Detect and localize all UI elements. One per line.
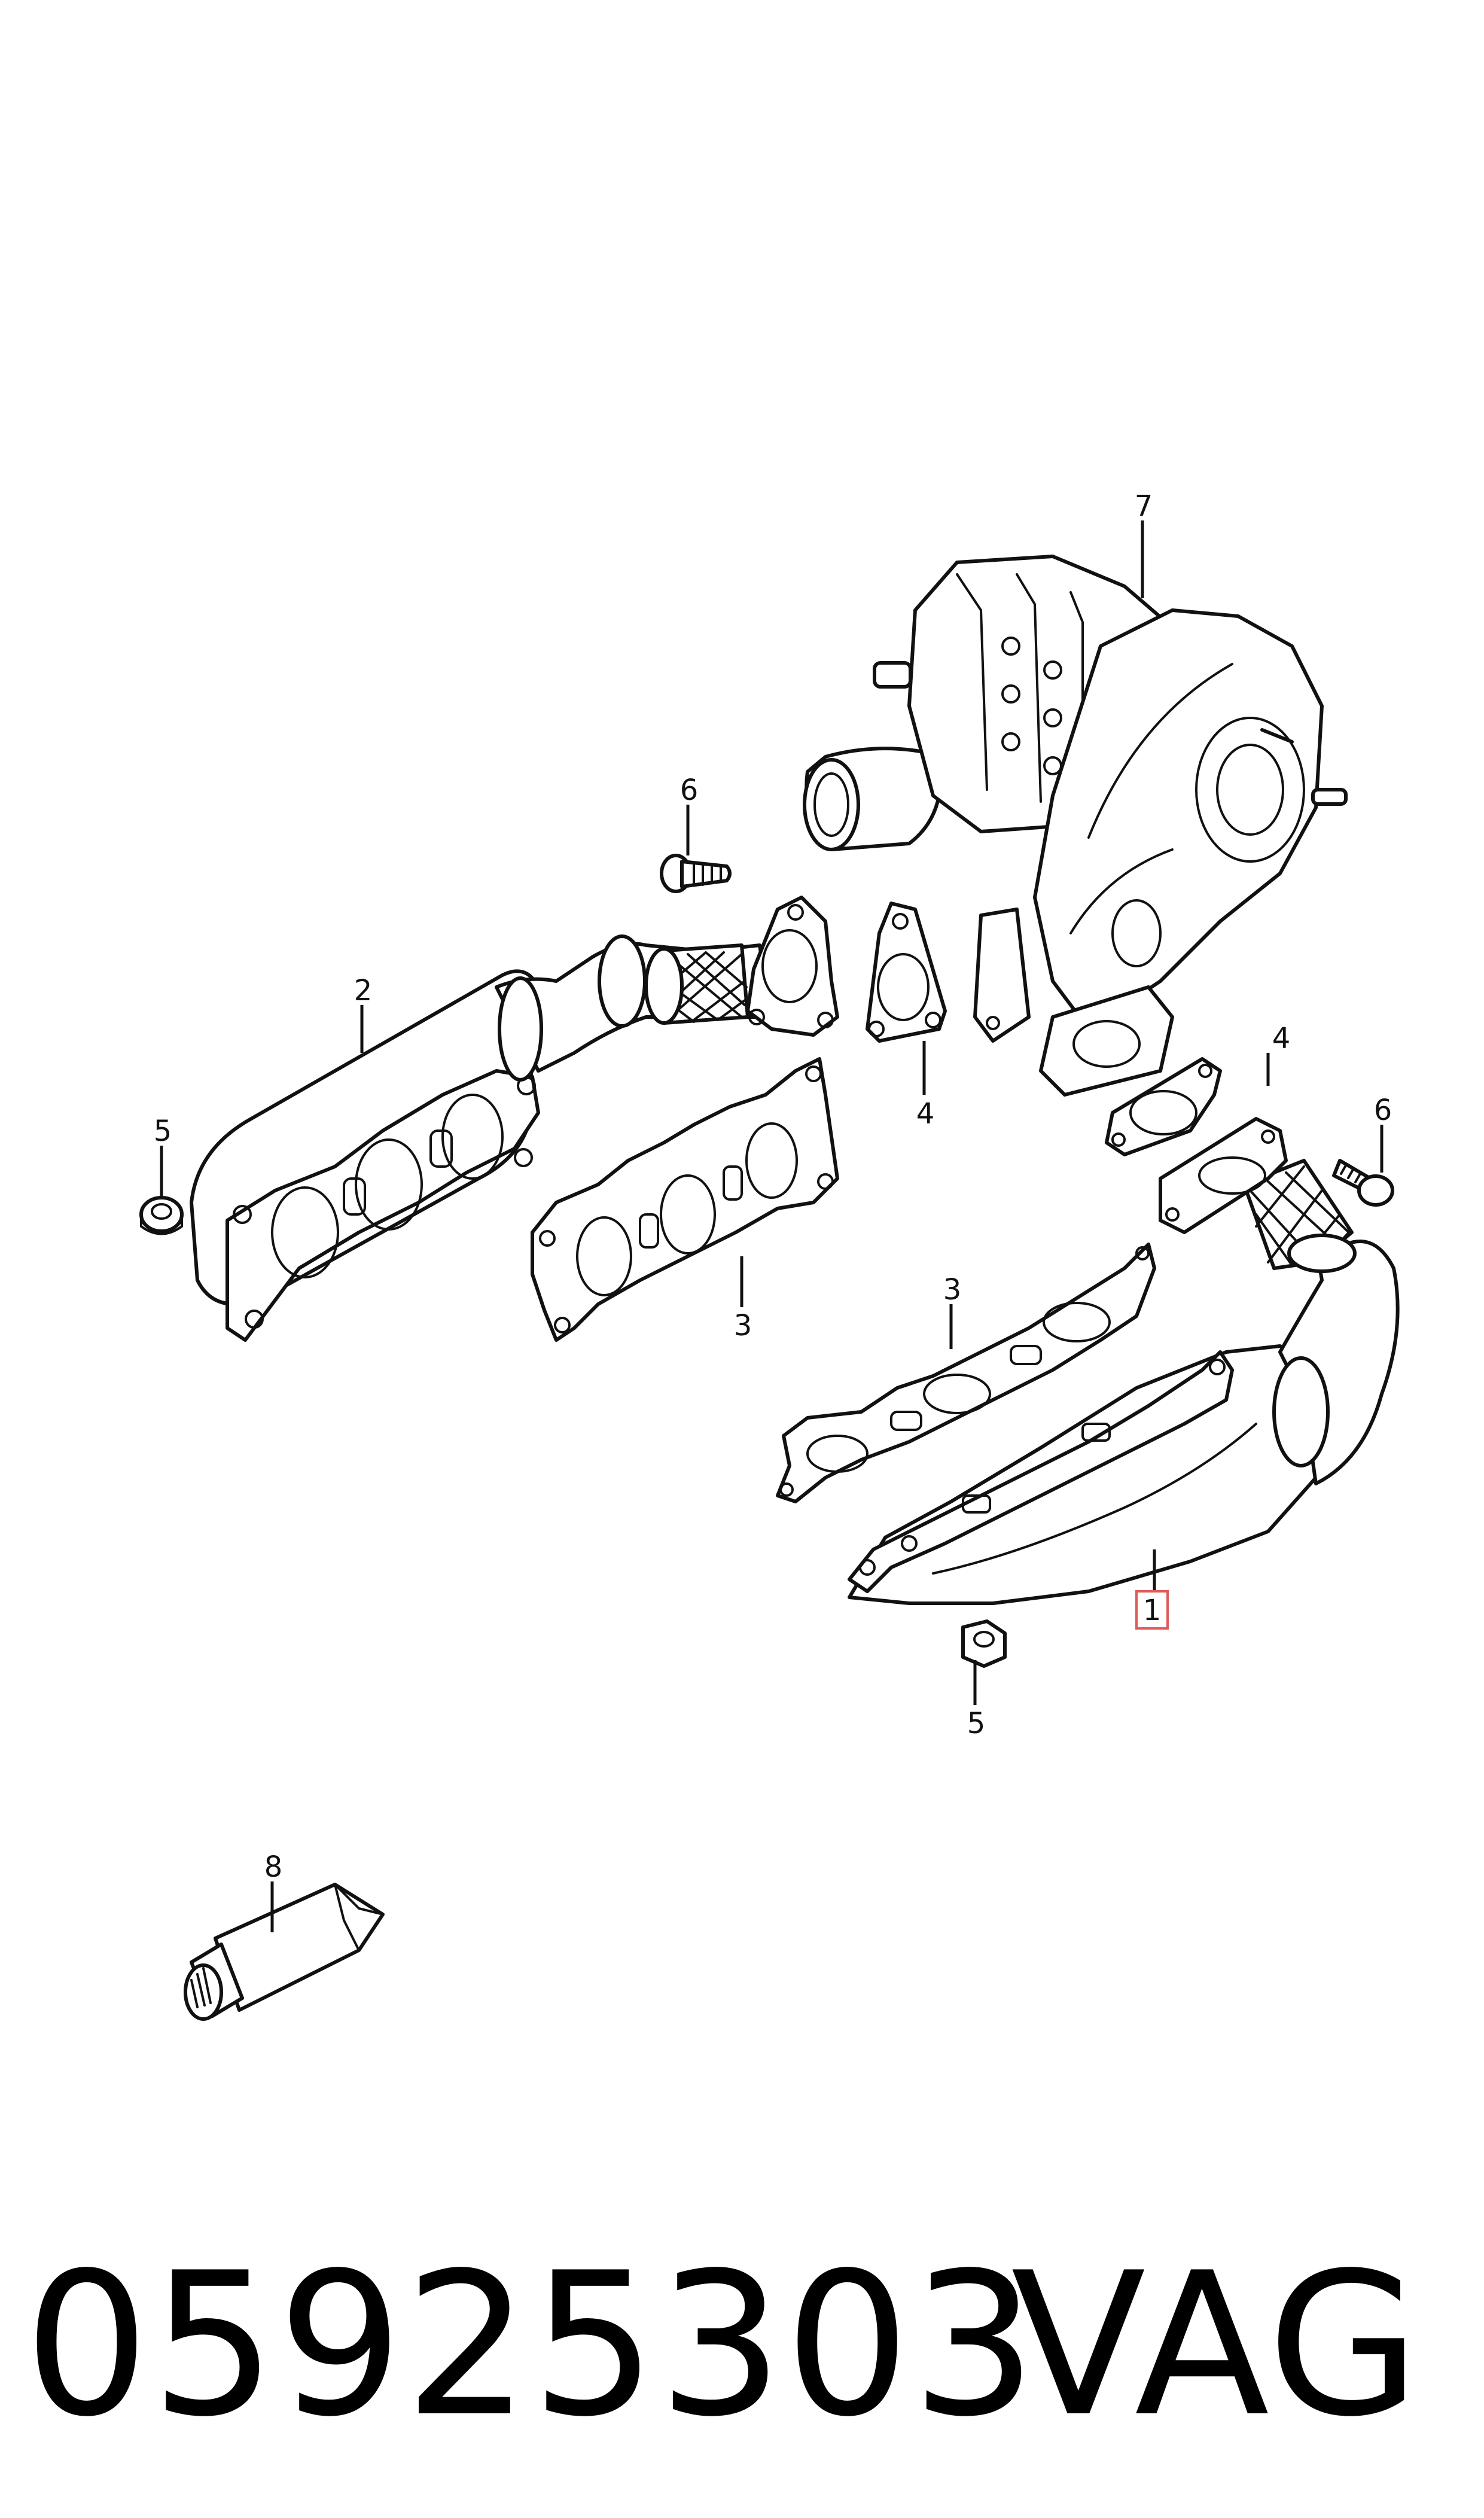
callout-1: 1	[1143, 1594, 1162, 1627]
nut-part-5-left[interactable]	[139, 1196, 184, 1235]
callout-3-left: 3	[734, 1309, 752, 1342]
gasket-part-4-left[interactable]	[866, 902, 947, 1043]
callout-5-left: 5	[154, 1115, 172, 1148]
gasket-part-3-left[interactable]	[531, 1057, 839, 1342]
exhaust-manifold-part-2[interactable]	[190, 896, 839, 1342]
sealant-tube-part-8[interactable]	[184, 1883, 385, 2021]
turbocharger-part-7[interactable]	[803, 555, 1348, 1097]
bolt-part-6-right[interactable]	[1332, 1159, 1394, 1207]
gasket-part-3-right[interactable]	[776, 1243, 1156, 1503]
part-number: 05925303	[24, 2230, 1038, 2460]
callout-7: 7	[1135, 489, 1153, 523]
callout-1-highlight-box	[1135, 1590, 1169, 1630]
callout-4-left: 4	[916, 1097, 935, 1131]
nut-part-5-bottom[interactable]	[961, 1619, 1007, 1668]
callout-6-upper: 6	[680, 774, 699, 807]
exhaust-manifold-part-1[interactable]	[848, 1117, 1400, 1605]
callout-8: 8	[264, 1850, 283, 1884]
brand-name: VAG	[1011, 2230, 1422, 2460]
callout-5-bottom: 5	[967, 1707, 986, 1740]
callout-2: 2	[354, 974, 373, 1007]
callout-labels: 7 6 2 5 3 4 4 6 3 1 5 8	[154, 489, 1392, 1884]
gasket-part-4-right[interactable]	[1105, 1057, 1222, 1156]
bolt-part-6-upper[interactable]	[660, 854, 732, 893]
callout-3-right: 3	[943, 1273, 962, 1307]
leader-lines	[160, 520, 1384, 1932]
callout-4-right: 4	[1272, 1022, 1291, 1055]
callout-6-right: 6	[1374, 1094, 1392, 1127]
